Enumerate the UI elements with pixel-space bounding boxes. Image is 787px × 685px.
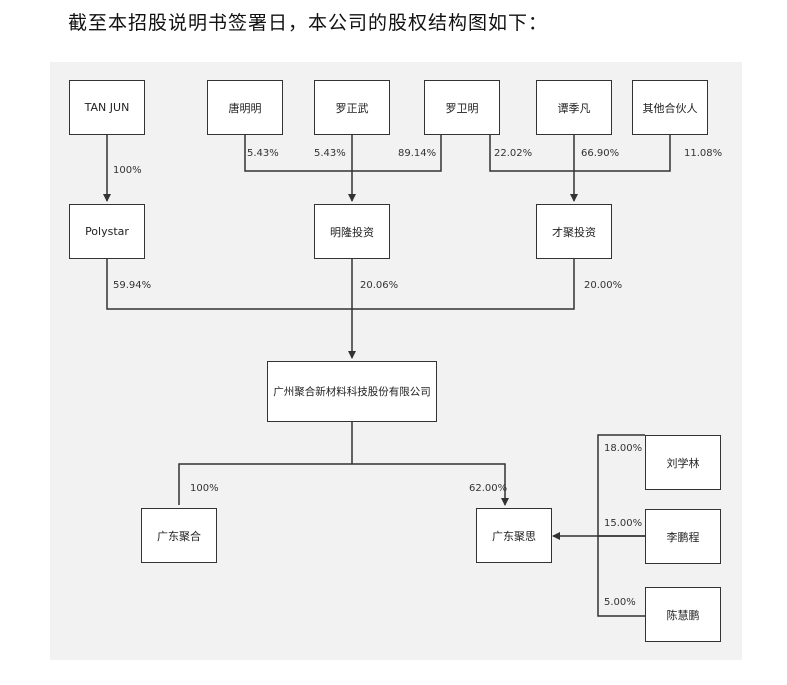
node-tang-mingming: 唐明明 [207,80,283,135]
pct-tan-caiju: 66.90% [581,148,620,159]
pct-chen-jusi: 5.00% [604,597,636,608]
pct-caiju-company: 20.00% [584,280,623,291]
page-heading: 截至本招股说明书签署日，本公司的股权结构图如下： [68,12,549,34]
line-founders-bus [244,135,442,172]
line-individuals-bus [597,434,645,617]
pct-company-jusi: 62.00% [469,483,508,494]
pct-company-juhe: 100% [190,483,219,494]
pct-minglong-company: 20.06% [360,280,399,291]
node-chen-huipeng: 陈慧鹏 [645,587,721,642]
node-minglong: 明隆投资 [314,204,390,259]
node-guangdong-jusi: 广东聚思 [476,508,552,563]
node-other-partners: 其他合伙人 [632,80,708,135]
pct-polystar-company: 59.94% [113,280,152,291]
pct-tan-polystar: 100% [113,165,142,176]
node-company: 广州聚合新材料科技股份有限公司 [267,361,437,422]
node-luo-zhengwu: 罗正武 [314,80,390,135]
node-liu-xuelin: 刘学林 [645,435,721,490]
line-holders-bus [106,259,575,310]
node-polystar: Polystar [69,204,145,259]
node-guangdong-juhe: 广东聚合 [141,508,217,563]
pct-tang-minglong: 5.43% [247,148,279,159]
equity-structure-diagram: TAN JUN 唐明明 罗正武 罗卫明 谭季凡 其他合伙人 Polystar 明… [50,62,742,660]
node-tan-jun: TAN JUN [69,80,145,135]
node-li-pengcheng: 李鹏程 [645,509,721,564]
line-partners-bus [489,135,671,172]
pct-liu-jusi: 18.00% [604,443,643,454]
pct-luowm-caiju: 22.02% [494,148,533,159]
pct-li-jusi: 15.00% [604,518,643,529]
pct-luowm-minglong: 89.14% [398,148,437,159]
line-subsidiaries [178,463,509,506]
connector-lines [103,135,671,617]
pct-luozw-minglong: 5.43% [314,148,346,159]
pct-other-caiju: 11.08% [684,148,723,159]
node-caiju: 才聚投资 [536,204,612,259]
node-luo-weiming: 罗卫明 [424,80,500,135]
node-tan-jifan: 谭季凡 [536,80,612,135]
